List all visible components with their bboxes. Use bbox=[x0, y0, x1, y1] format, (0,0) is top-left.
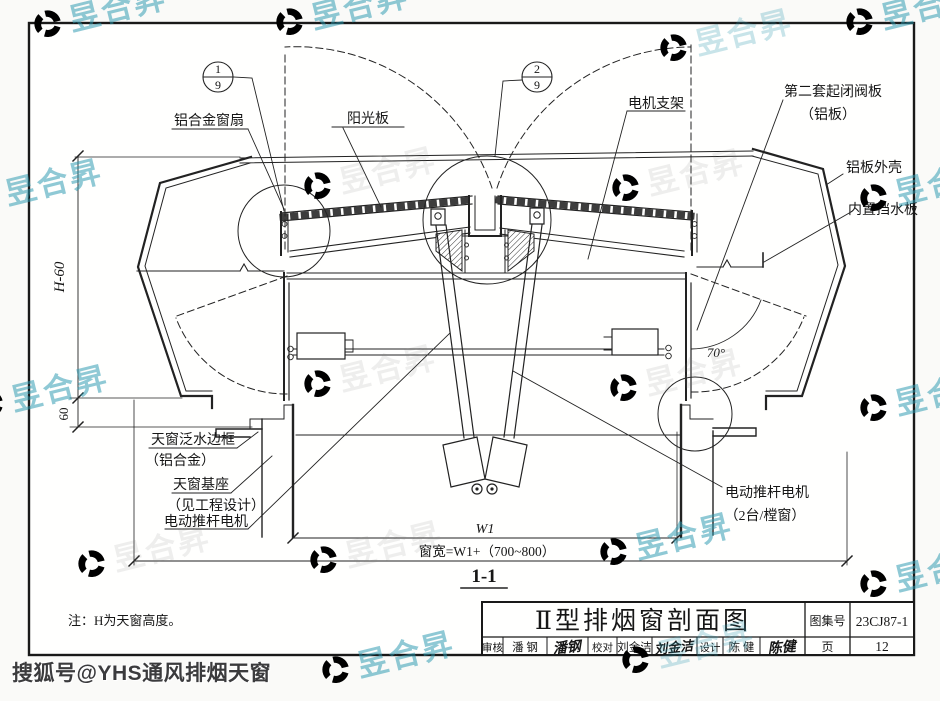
label-valve-1: 第二套起闭阀板 bbox=[784, 83, 882, 100]
title-block-frame bbox=[481, 601, 915, 656]
callout-2-den: 9 bbox=[534, 78, 540, 92]
review-label: 审核 bbox=[482, 641, 503, 654]
label-valve-2: （铝板） bbox=[800, 107, 856, 123]
label-flashing-1: 天窗泛水边框 bbox=[151, 431, 235, 448]
label-sash: 铝合金窗扇 bbox=[174, 112, 244, 129]
sill-lines bbox=[136, 252, 764, 280]
leader-lines bbox=[148, 61, 852, 589]
label-shell: 铝板外壳 bbox=[846, 159, 902, 176]
label-panel: 阳光板 bbox=[347, 111, 389, 127]
designer-signature: 陈健 bbox=[767, 638, 799, 658]
right-flap-motor bbox=[611, 328, 659, 356]
right-sash-band bbox=[495, 195, 698, 256]
annotation-texts: 1 9 2 9 铝合金窗扇 阳光板 电机支架 第二套起闭阀板 （铝板） 铝板外壳… bbox=[52, 62, 918, 628]
label-base-2: （见工程设计） bbox=[167, 498, 265, 514]
top-chord-inner bbox=[239, 155, 754, 164]
proof-label: 校对 bbox=[592, 641, 613, 654]
callout-1-num: 1 bbox=[215, 62, 221, 76]
label-motor-left: 电动推杆电机 bbox=[164, 514, 248, 530]
page-label: 页 bbox=[821, 640, 833, 654]
section-mark: 1-1 bbox=[471, 566, 496, 587]
proofer-name: 刘金洁 bbox=[617, 640, 652, 654]
label-baffle: 内置挡水板 bbox=[848, 202, 918, 218]
label-motor-right-2: （2台/樘窗） bbox=[725, 507, 806, 524]
right-hood-shell bbox=[751, 147, 847, 411]
atlas-label: 图集号 bbox=[809, 613, 845, 628]
atlas-number: 23CJ87-1 bbox=[856, 614, 909, 629]
dimension-lines bbox=[69, 149, 854, 568]
detail-circle-ridge bbox=[422, 155, 552, 285]
dim-width: 窗宽=W1+（700~800） bbox=[419, 543, 556, 559]
reviewer-signature: 潘钢 bbox=[552, 638, 584, 658]
design-label: 设计 bbox=[700, 641, 721, 654]
callout-2-num: 2 bbox=[534, 62, 540, 76]
label-flashing-2: （铝合金） bbox=[145, 453, 215, 469]
angle-arc-70 bbox=[690, 299, 762, 350]
title-block: Ⅱ型排烟窗剖面图 图集号 23CJ87-1 审核 潘 钢 潘钢 校对 刘金洁 刘… bbox=[481, 601, 915, 658]
left-hood-shell bbox=[136, 155, 253, 410]
label-base-1: 天窗基座 bbox=[173, 476, 229, 493]
title-block-grid bbox=[482, 602, 914, 655]
dim-w1: W1 bbox=[476, 522, 495, 537]
page-number: 12 bbox=[875, 639, 889, 654]
drawing-title: Ⅱ型排烟窗剖面图 bbox=[535, 607, 751, 635]
left-curb-pier bbox=[215, 403, 295, 539]
linework bbox=[69, 44, 854, 589]
callout-1-den: 9 bbox=[215, 78, 221, 92]
sheet-border bbox=[27, 21, 916, 657]
left-actuator bbox=[430, 208, 486, 495]
label-motor-right-1: 电动推杆电机 bbox=[725, 485, 809, 501]
detail-circle-pier bbox=[657, 376, 733, 452]
jambs-and-valve-plates bbox=[283, 272, 692, 401]
dim-60: 60 bbox=[56, 408, 71, 421]
reviewer-name: 潘 钢 bbox=[512, 641, 538, 654]
dim-h: H-60 bbox=[52, 261, 68, 293]
right-actuator bbox=[484, 207, 545, 495]
dim-angle: 70° bbox=[707, 345, 725, 360]
label-bracket: 电机支架 bbox=[628, 96, 684, 112]
note-text: 注：H为天窗高度。 bbox=[68, 613, 181, 628]
left-flap-motor bbox=[296, 332, 346, 360]
right-curb-pier bbox=[679, 403, 757, 539]
top-chord-outer bbox=[239, 150, 754, 159]
left-sash-band bbox=[279, 195, 475, 256]
proofer-signature: 刘金洁 bbox=[654, 638, 696, 657]
tie-rod bbox=[287, 328, 672, 361]
designer-name: 陈 健 bbox=[729, 640, 755, 654]
